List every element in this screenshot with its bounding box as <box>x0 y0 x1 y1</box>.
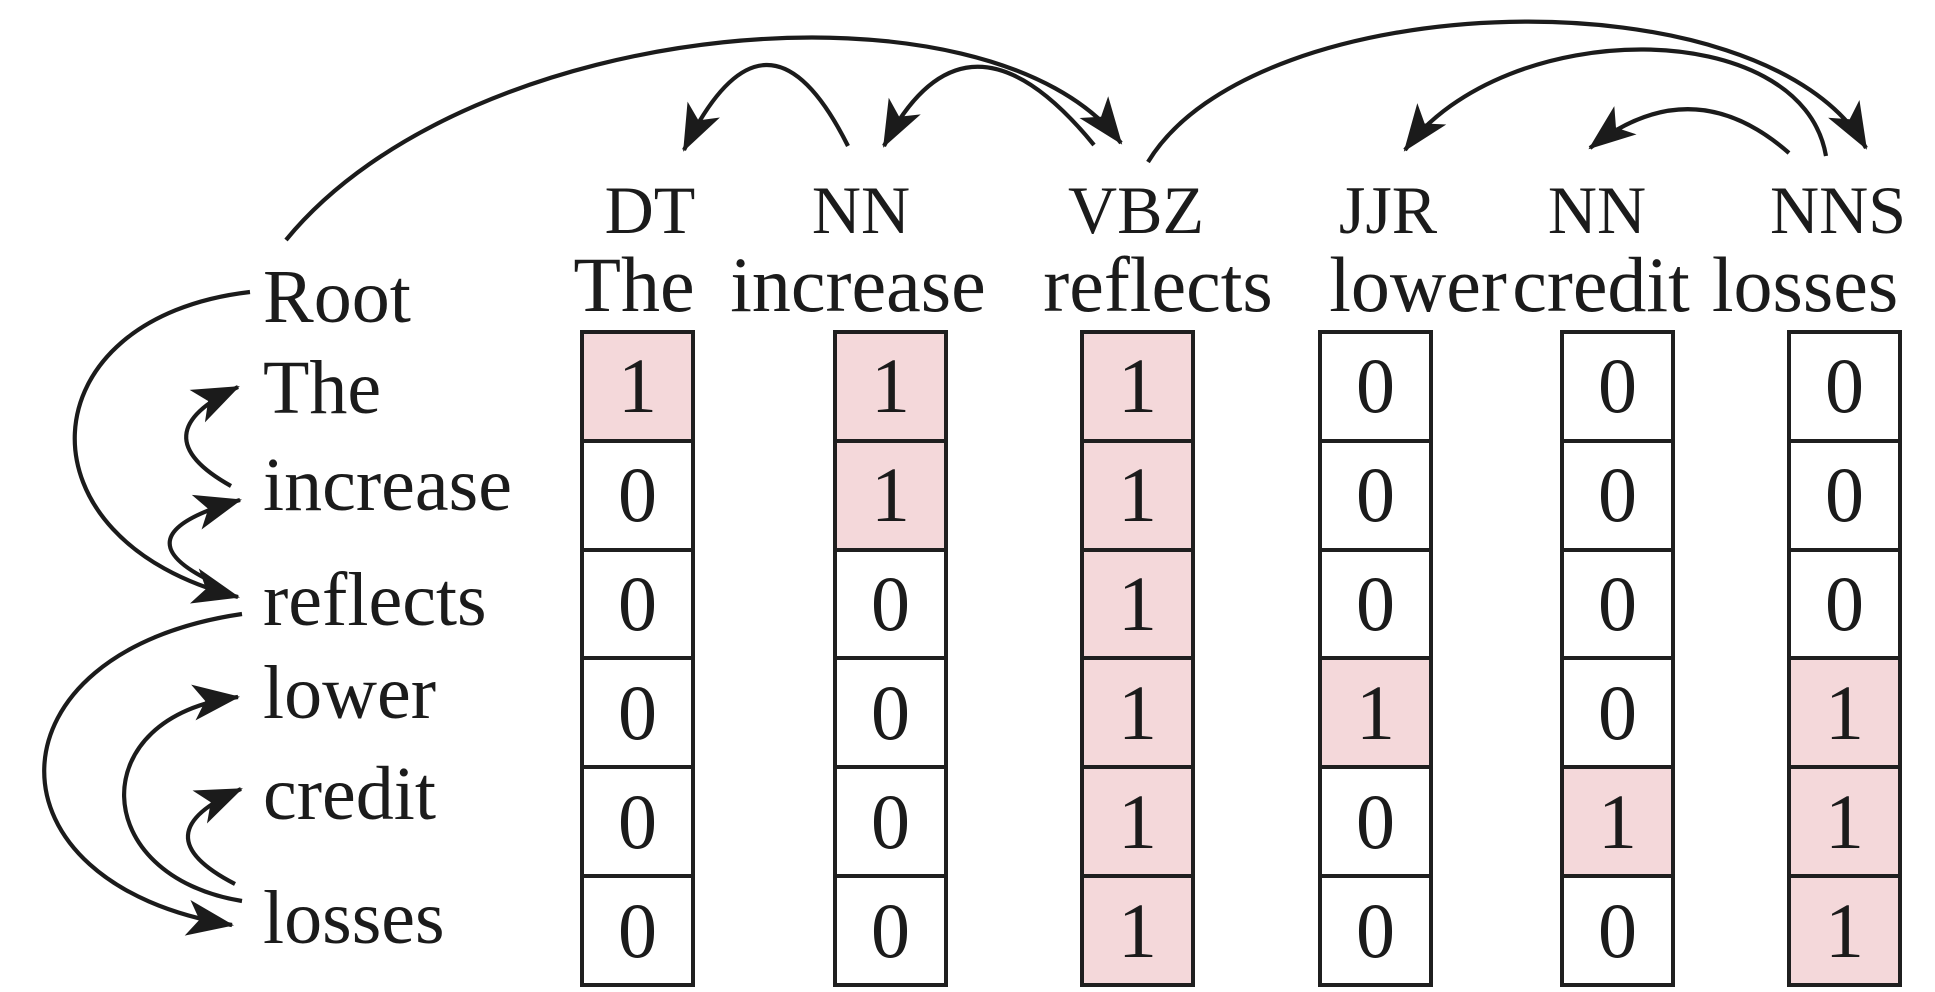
arc-left-losses-to-credit <box>185 787 243 886</box>
arc-left-reflects-to-losses <box>42 611 243 936</box>
matrix-cell-lower-col0: 0 <box>582 658 693 768</box>
matrix-cell-reflects-col1: 0 <box>835 549 946 659</box>
arc-left-losses-to-lower <box>122 684 243 904</box>
matrix-cell-increase-col0: 0 <box>582 440 693 550</box>
arc-top-root-to-reflects <box>284 35 1123 242</box>
arc-left-increase-to-the <box>184 385 240 488</box>
matrix-cell-reflects-col0: 0 <box>582 549 693 659</box>
matrix-cell-lower-col3: 1 <box>1320 658 1431 768</box>
arc-top-losses-to-credit <box>1588 106 1791 155</box>
arc-left-reflects-to-increase <box>167 494 242 586</box>
sentence-word-the: The <box>573 241 695 328</box>
matrix-cell-the-col1: 1 <box>835 332 946 441</box>
pos-tag-losses: NNS <box>1769 172 1907 248</box>
sentence-word-increase: increase <box>730 241 986 328</box>
matrix-cell-lower-col5: 1 <box>1789 658 1900 768</box>
pos-tag-reflects: VBZ <box>1068 172 1204 248</box>
matrix-cell-lower-col1: 0 <box>835 658 946 768</box>
matrix-cell-reflects-col4: 0 <box>1562 549 1673 659</box>
matrix-cell-reflects-col5: 0 <box>1789 549 1900 659</box>
matrix-cell-lower-col4: 0 <box>1562 658 1673 768</box>
arc-top-reflects-to-increase <box>882 64 1096 148</box>
matrix-cell-losses-col2: 1 <box>1082 876 1193 985</box>
pos-tag-lower: JJR <box>1338 172 1438 248</box>
matrix-cell-the-col3: 0 <box>1320 332 1431 441</box>
arc-top-increase-to-the <box>682 62 850 152</box>
sentence-word-credit: credit <box>1512 241 1690 328</box>
matrix-cell-the-col5: 0 <box>1789 332 1900 441</box>
matrix-cell-losses-col5: 1 <box>1789 876 1900 985</box>
arc-top-reflects-to-losses <box>1146 19 1868 164</box>
matrix-cell-credit-col0: 0 <box>582 767 693 877</box>
matrix-cell-increase-col5: 0 <box>1789 440 1900 550</box>
row-label-losses: losses <box>263 876 445 960</box>
matrix-cell-credit-col1: 0 <box>835 767 946 877</box>
matrix-cell-increase-col2: 1 <box>1082 440 1193 550</box>
matrix-cell-increase-col1: 1 <box>835 440 946 550</box>
matrix-cell-credit-col5: 1 <box>1789 767 1900 877</box>
sentence-word-losses: losses <box>1711 241 1899 328</box>
matrix-cell-credit-col3: 0 <box>1320 767 1431 877</box>
matrix-cell-losses-col3: 0 <box>1320 876 1431 985</box>
matrix-cell-losses-col4: 0 <box>1562 876 1673 985</box>
row-label-credit: credit <box>263 752 437 836</box>
matrix-cell-losses-col1: 0 <box>835 876 946 985</box>
arc-left-root-to-reflects <box>72 289 251 604</box>
matrix-cell-increase-col4: 0 <box>1562 440 1673 550</box>
row-label-reflects: reflects <box>263 558 487 642</box>
row-label-the: The <box>263 346 382 430</box>
pos-tag-increase: NN <box>811 172 911 248</box>
sentence-word-reflects: reflects <box>1043 241 1273 328</box>
matrix-cell-credit-col4: 1 <box>1562 767 1673 877</box>
matrix-cell-losses-col0: 0 <box>582 876 693 985</box>
pos-tag-the: DT <box>604 172 696 248</box>
matrix-cell-credit-col2: 1 <box>1082 767 1193 877</box>
matrix-cell-increase-col3: 0 <box>1320 440 1431 550</box>
sentence-word-lower: lower <box>1329 241 1507 328</box>
arc-top-losses-to-lower <box>1403 47 1829 157</box>
row-label-increase: increase <box>263 443 512 527</box>
matrix-cell-reflects-col3: 0 <box>1320 549 1431 659</box>
matrix-cell-the-col0: 1 <box>582 332 693 441</box>
matrix-cell-lower-col2: 1 <box>1082 658 1193 768</box>
matrix-cell-the-col4: 0 <box>1562 332 1673 441</box>
row-label-root: Root <box>263 255 411 339</box>
matrix-cell-reflects-col2: 1 <box>1082 549 1193 659</box>
pos-tag-credit: NN <box>1547 172 1647 248</box>
matrix-cell-the-col2: 1 <box>1082 332 1193 441</box>
row-label-lower: lower <box>263 651 437 735</box>
